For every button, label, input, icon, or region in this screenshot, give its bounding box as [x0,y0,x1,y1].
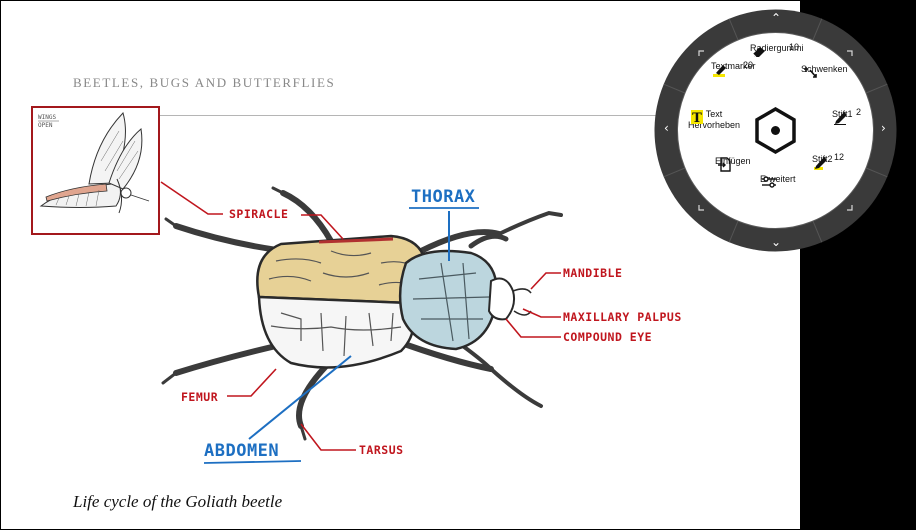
figure-caption: Life cycle of the Goliath beetle [73,492,283,511]
wings-open-inset[interactable]: WINGS OPEN [31,106,160,235]
hex-nut-icon[interactable] [755,106,796,155]
radial-item-pen2[interactable]: Stift2 [812,154,833,170]
header-rule [159,115,800,116]
radial-item-text-highlight-label2: Hervorheben [688,120,741,130]
label-thorax: THORAX [411,187,476,207]
inset-label-wings: WINGS [38,114,56,121]
svg-text:T: T [692,111,702,125]
radial-item-eraser-label: Radiergummi [750,43,804,53]
eraser-badge: 10 [789,42,800,52]
label-leaders-red [227,214,561,451]
pen-icon [834,112,847,125]
text-highlight-icon: T [691,110,703,125]
radial-item-pen1[interactable]: Stift1 [832,109,853,125]
chevron-right-icon[interactable]: › [881,121,886,135]
thorax-body [398,249,498,351]
pen-icon [814,157,827,170]
chevron-down-icon[interactable]: ⌄ [771,235,782,249]
pen1-badge: 2 [856,107,862,117]
radial-item-pan[interactable]: Schwenken [801,64,848,78]
beetle-diagram: WINGS OPEN [31,106,682,464]
label-abdomen: ABDOMEN [204,441,279,461]
radial-item-text-highlight[interactable]: T Text Hervorheben [688,109,740,131]
highlighter-icon [713,65,726,77]
abdomen-body [257,295,415,369]
radial-item-highlighter-label: Textmarker [711,61,756,71]
radial-item-highlighter[interactable]: Textmarker [711,61,756,77]
radial-item-eraser[interactable]: Radiergummi [750,43,804,58]
radial-item-pan-label: Schwenken [801,64,848,74]
label-spiracle: SPIRACLE [229,207,288,221]
radial-item-insert[interactable]: Einfügen [715,156,751,172]
label-compound-eye: COMPOUND EYE [563,330,652,344]
pan-icon [804,67,817,78]
label-femur: FEMUR [181,390,218,404]
label-mandible: MANDIBLE [563,266,622,280]
sliders-icon [762,176,776,188]
label-maxillary-palpus: MAXILLARY PALPUS [563,310,682,324]
pen2-badge: 12 [834,152,845,162]
radial-item-insert-label: Einfügen [715,156,751,166]
chevron-up-icon[interactable]: ⌃ [771,11,782,25]
highlighter-badge: 20 [743,60,754,70]
insert-icon [718,157,731,172]
label-leaders-blue [248,211,450,440]
inset-label-open: OPEN [38,122,53,129]
label-tarsus: TARSUS [359,443,404,457]
radial-menu: ⌃ ‹ › ⌄ Radiergummi 10 Textmarker 20 Sch… [654,9,897,252]
chevron-left-icon[interactable]: ‹ [664,121,669,135]
page-header: BEETLES, BUGS AND BUTTERFLIES [73,75,336,90]
radial-item-advanced-label: Erweitert [760,174,796,184]
radial-item-advanced[interactable]: Erweitert [760,174,796,188]
radial-item-text-highlight-label1: Text [705,109,723,119]
eraser-icon [752,47,765,58]
